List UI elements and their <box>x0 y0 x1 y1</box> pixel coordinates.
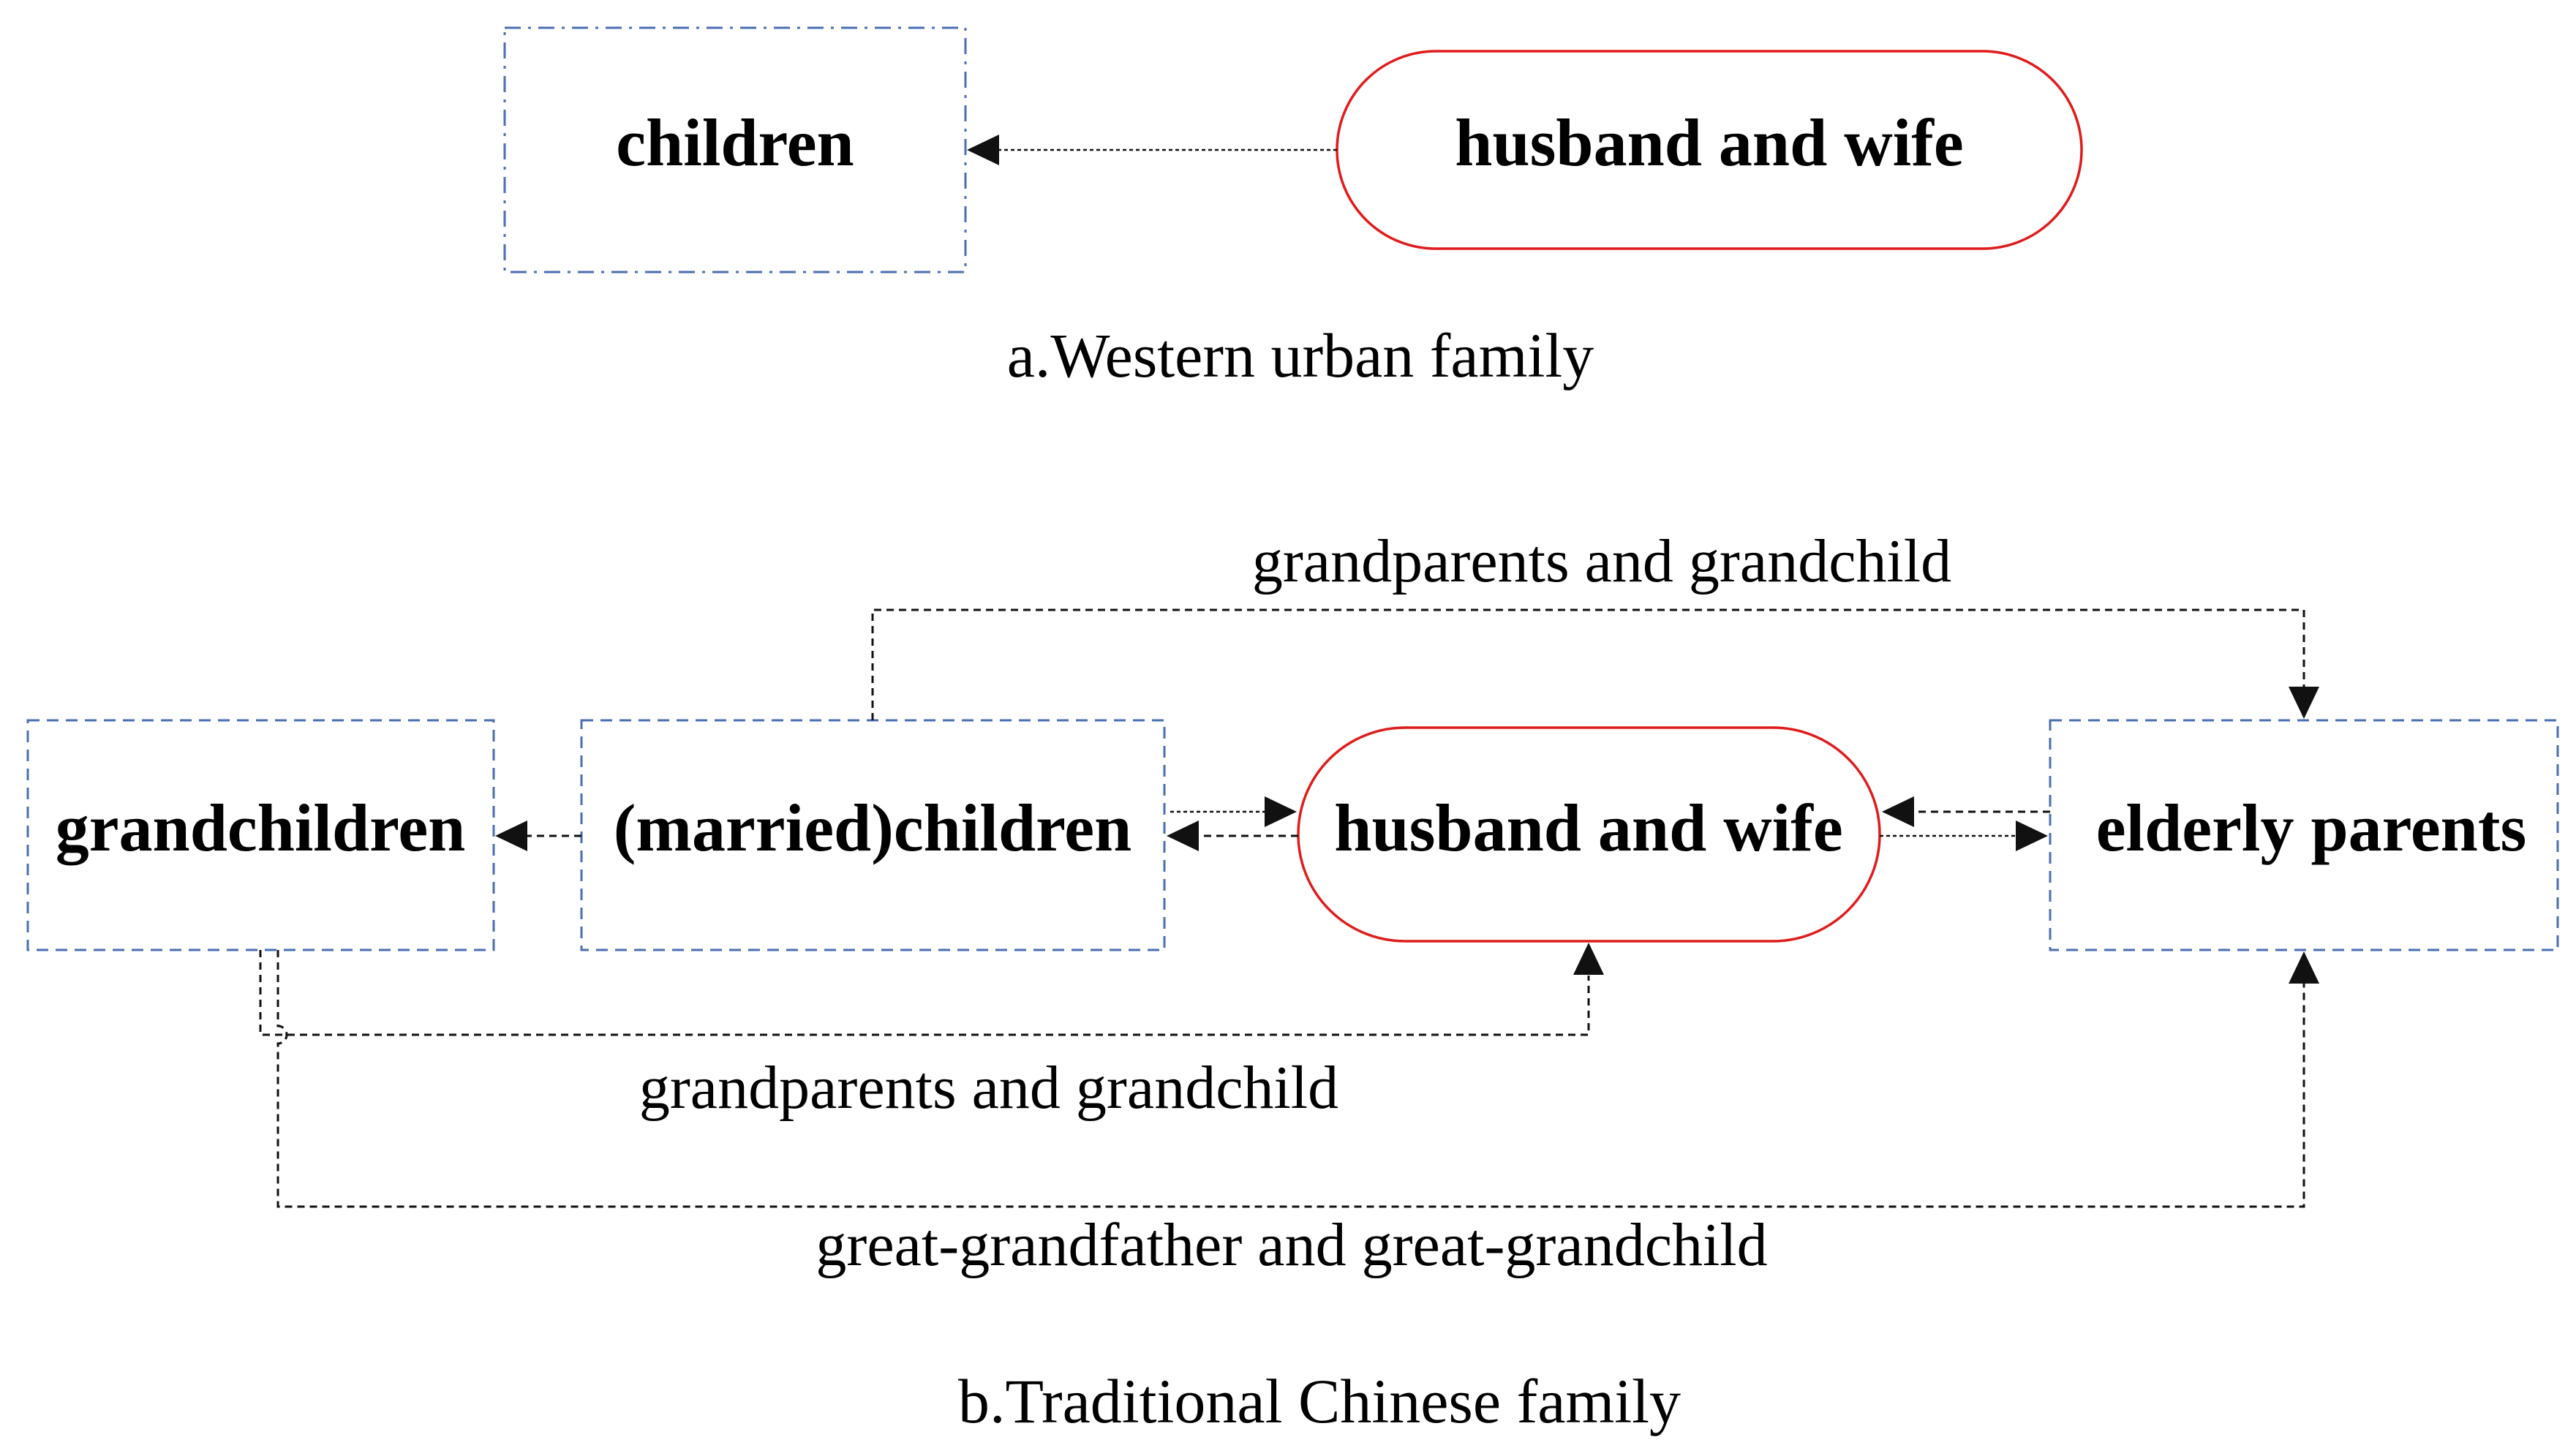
elderly-parents-box <box>2049 719 2559 951</box>
caption-b: b.Traditional Chinese family <box>958 1366 1681 1436</box>
children-label: children <box>616 105 854 180</box>
arrowhead-husband-wife-bottom <box>1573 943 1604 975</box>
arrowhead-elderly-bottom <box>2289 951 2319 984</box>
arrowhead-married-children <box>1167 821 1199 851</box>
husband-wife-pill-b <box>1297 726 1881 943</box>
arrowhead-elderly-top <box>2289 687 2319 719</box>
connector-top-loop <box>871 608 2305 720</box>
arrowhead-elderly-from-husband-wife <box>2016 821 2048 851</box>
husband-wife-label-a: husband and wife <box>1455 105 1963 180</box>
caption-a: a.Western urban family <box>1007 320 1594 391</box>
edge-label-middle: grandparents and grandchild <box>639 1054 1338 1122</box>
grandchildren-box <box>26 719 495 951</box>
children-box <box>503 26 967 274</box>
connector-bottom-loop <box>276 950 2305 1208</box>
diagram-a: children husband and wife a.Western urba… <box>503 26 2083 391</box>
diagram-b: grandchildren (married)children husband … <box>26 527 2559 1436</box>
arrowhead-children-a <box>967 135 999 165</box>
arrowhead-husband-wife-from-children <box>1265 796 1297 827</box>
edge-label-bottom: great-grandfather and great-grandchild <box>816 1211 1767 1279</box>
edge-label-top: grandparents and grandchild <box>1252 527 1951 595</box>
arrowhead-husband-wife-from-elderly <box>1882 796 1914 827</box>
grandchildren-label: grandchildren <box>56 791 466 865</box>
married-children-label: (married)children <box>614 791 1132 865</box>
connector-middle-loop <box>259 950 1590 1036</box>
husband-wife-label-b: husband and wife <box>1334 791 1842 865</box>
arrowhead-grandchildren <box>495 821 527 851</box>
elderly-parents-label: elderly parents <box>2096 791 2527 865</box>
